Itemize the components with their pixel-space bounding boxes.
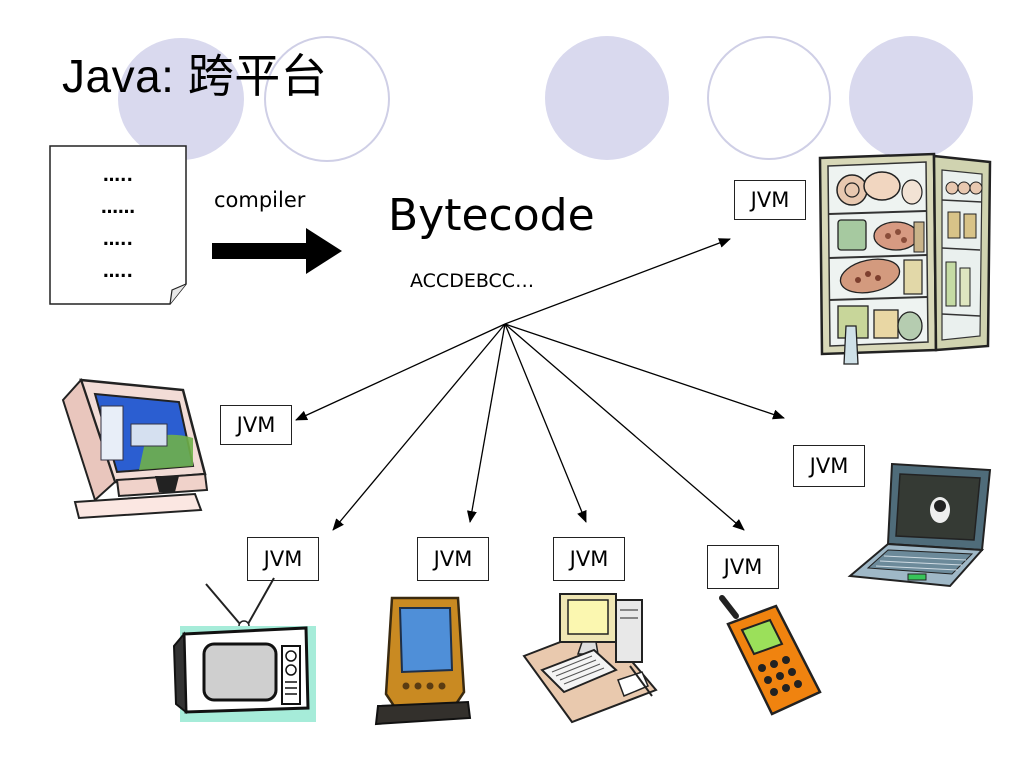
refrigerator-icon <box>818 152 992 365</box>
decor-circle <box>545 36 669 160</box>
decor-circle <box>118 38 244 160</box>
jvm-label-phone: JVM <box>707 545 779 589</box>
jvm-label-tv: JVM <box>247 537 319 581</box>
compile-arrow-icon <box>212 228 342 274</box>
arrow-to-tv <box>332 323 506 531</box>
laptop-icon <box>847 462 992 588</box>
decor-ring <box>264 36 390 162</box>
jvm-label-pda: JVM <box>417 537 489 581</box>
pda-icon <box>374 596 472 726</box>
decor-ring <box>707 36 831 160</box>
slide-title: Java: 跨平台 <box>62 50 328 102</box>
source-code-lines: ….. …… ….. ….. <box>52 160 184 288</box>
desktop-monitor-icon <box>61 378 209 520</box>
mobile-phone-icon <box>719 595 822 716</box>
source-code-line: ….. <box>103 230 133 250</box>
arrow-to-desktop <box>295 323 506 421</box>
source-code-line: ….. <box>103 166 133 186</box>
arrow-to-fridge <box>504 238 731 325</box>
arrow-to-phone <box>504 323 745 531</box>
jvm-label-pc: JVM <box>553 537 625 581</box>
compiler-label: compiler <box>214 188 306 212</box>
arrow-to-laptop <box>504 323 785 420</box>
source-code-line: …… <box>101 198 135 218</box>
arrow-to-pda <box>466 323 506 523</box>
bytecode-title: Bytecode <box>388 190 595 241</box>
jvm-label-desktop: JVM <box>220 405 292 445</box>
television-icon <box>172 577 316 722</box>
desktop-pc-icon <box>522 593 658 724</box>
bytecode-sample: ACCDEBCC… <box>410 270 535 292</box>
source-document-icon <box>49 145 187 305</box>
jvm-label-laptop: JVM <box>793 445 865 487</box>
arrow-to-pc <box>504 323 587 523</box>
decor-circle <box>849 36 973 160</box>
source-code-line: ….. <box>103 262 133 282</box>
jvm-label-fridge: JVM <box>734 180 806 220</box>
